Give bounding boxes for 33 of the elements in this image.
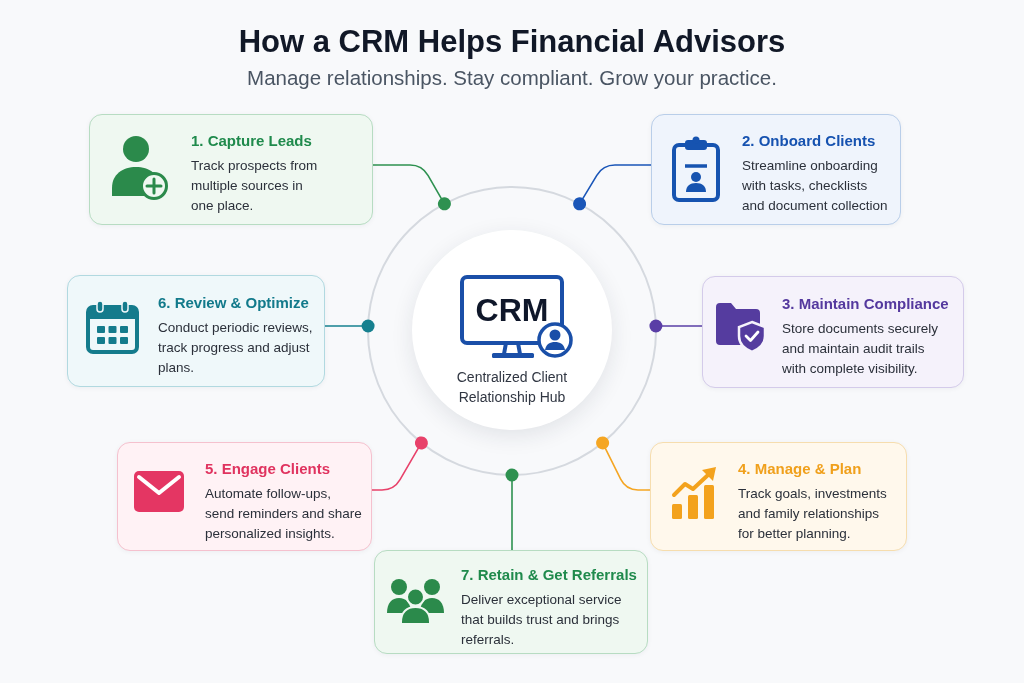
connector	[505, 468, 519, 551]
step-description: Automate follow-ups, send reminders and share personalized insights.	[205, 485, 363, 543]
step-description: Deliver exceptional service that builds trust and brings referrals.	[461, 591, 623, 649]
step-card	[651, 114, 901, 225]
hub-title: CRM	[475, 292, 549, 328]
step-description: Track prospects from multiple sources in one place.	[191, 157, 319, 215]
step-title: 3. Maintain Compliance	[782, 294, 949, 314]
step-description: Streamline onboarding with tasks, checklists and document collection	[742, 157, 889, 215]
step-card	[67, 275, 325, 387]
step-card	[117, 442, 372, 551]
step-card	[374, 550, 648, 654]
hub-ring	[367, 186, 657, 476]
step-description: Store documents securely and maintain audit trails with complete visibility.	[782, 320, 940, 378]
step-card	[89, 114, 373, 225]
connector	[372, 164, 451, 211]
connector	[324, 319, 375, 333]
step-title: 2. Onboard Clients	[742, 131, 876, 151]
step-description: Track goals, investments and family relationships for better planning.	[738, 485, 888, 543]
subtitle: Manage relationships. Stay compliant. Grow your practice.	[247, 65, 777, 91]
connector	[371, 436, 428, 491]
step-card	[650, 442, 907, 551]
step-card	[702, 276, 964, 388]
step-title: 7. Retain & Get Referrals	[461, 565, 637, 585]
connector	[649, 319, 703, 333]
step-title: 1. Capture Leads	[191, 131, 312, 151]
title: How a CRM Helps Financial Advisors	[238, 23, 786, 61]
step-description: Conduct periodic reviews, track progress and adjust plans.	[158, 319, 314, 377]
step-title: 6. Review & Optimize	[158, 293, 309, 313]
step-title: 5. Engage Clients	[205, 459, 331, 479]
connector	[573, 164, 652, 211]
step-title: 4. Manage & Plan	[738, 459, 862, 479]
hub-caption: Centralized Client Relationship Hub	[455, 368, 569, 407]
connector	[596, 436, 651, 491]
